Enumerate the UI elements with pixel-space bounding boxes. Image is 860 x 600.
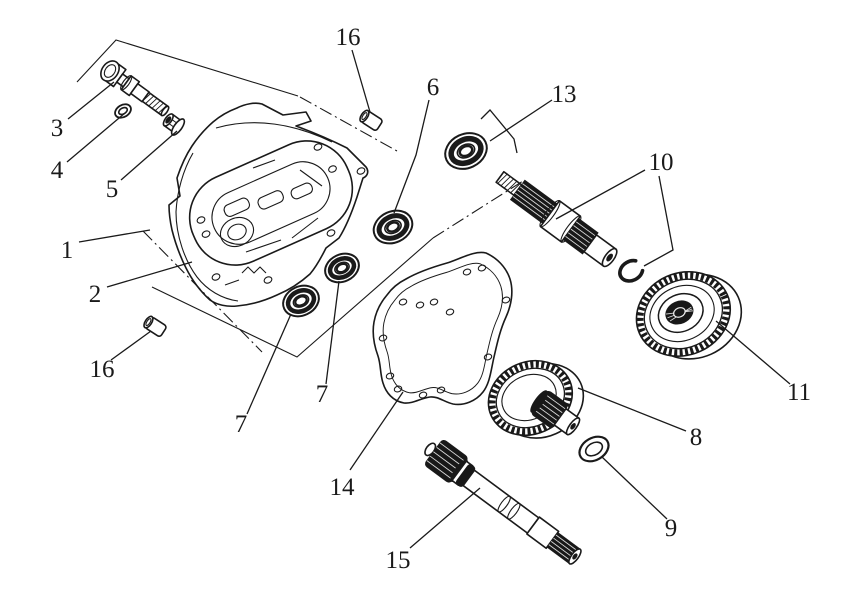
leader-line	[489, 99, 553, 142]
leader-line	[480, 109, 518, 154]
leader-line	[78, 229, 151, 243]
leader-line	[555, 169, 646, 220]
construction-lines	[76, 39, 524, 358]
part-number-label: 13	[552, 81, 577, 108]
part-number-label: 1	[61, 237, 74, 264]
leader-line	[715, 320, 791, 385]
leader-line	[409, 487, 481, 549]
drive-shaft	[424, 439, 582, 565]
leader-line	[66, 112, 126, 163]
bolt-part	[100, 60, 170, 117]
part-number-labels: 12 3 4 5 6 7 7 8 9 10 11 13 14 15 16 16	[51, 24, 811, 574]
dowel-bushing-top	[359, 109, 383, 132]
leader-line	[67, 81, 115, 120]
part-number-label: 8	[690, 424, 703, 451]
part-number-label: 6	[427, 74, 440, 101]
counter-gear-pinion	[530, 390, 581, 436]
leader-line	[577, 387, 687, 432]
phantom-line	[432, 180, 524, 239]
part-number-label: 14	[330, 474, 356, 501]
part-number-label: 2	[89, 281, 102, 308]
leader-line	[601, 456, 668, 520]
part-number-label: 5	[106, 176, 119, 203]
washer	[578, 435, 610, 463]
leader-line	[246, 313, 292, 415]
circlip	[618, 258, 645, 283]
part-number-label: 16	[336, 24, 361, 51]
part-number-label: 10	[649, 149, 674, 176]
leader-lines	[66, 49, 791, 549]
crankcase-cover	[168, 102, 369, 308]
oring-part	[114, 103, 132, 119]
leader-line	[643, 175, 674, 267]
phantom-line	[142, 230, 263, 353]
final-gear	[635, 270, 743, 360]
gasket-holes	[378, 264, 511, 399]
leader-line	[325, 280, 340, 385]
leader-line	[106, 261, 193, 288]
part-number-label: 15	[386, 547, 411, 574]
part-number-label: 11	[787, 379, 811, 406]
part-number-label: 9	[665, 515, 678, 542]
bearing-7-upper	[324, 252, 360, 284]
leader-line	[351, 49, 371, 113]
bearing-7-lower	[282, 284, 320, 318]
bearing-13	[444, 132, 488, 170]
leader-line	[393, 99, 430, 214]
leader-line	[110, 330, 152, 361]
gasket	[372, 251, 513, 406]
phantom-line	[299, 96, 398, 152]
part-number-label: 7	[316, 381, 329, 408]
part-number-label: 3	[51, 115, 64, 142]
leader-line	[120, 130, 178, 181]
main-shaft	[495, 170, 618, 268]
boundary-line	[76, 39, 299, 97]
part-number-label: 7	[235, 411, 248, 438]
bearing-6	[372, 209, 414, 245]
part-number-label: 4	[51, 157, 64, 184]
dowel-bushing-left	[143, 315, 167, 338]
nut-part	[162, 113, 186, 136]
boundary-line	[151, 237, 434, 358]
part-number-label: 16	[90, 356, 115, 383]
leader-line	[349, 391, 404, 471]
